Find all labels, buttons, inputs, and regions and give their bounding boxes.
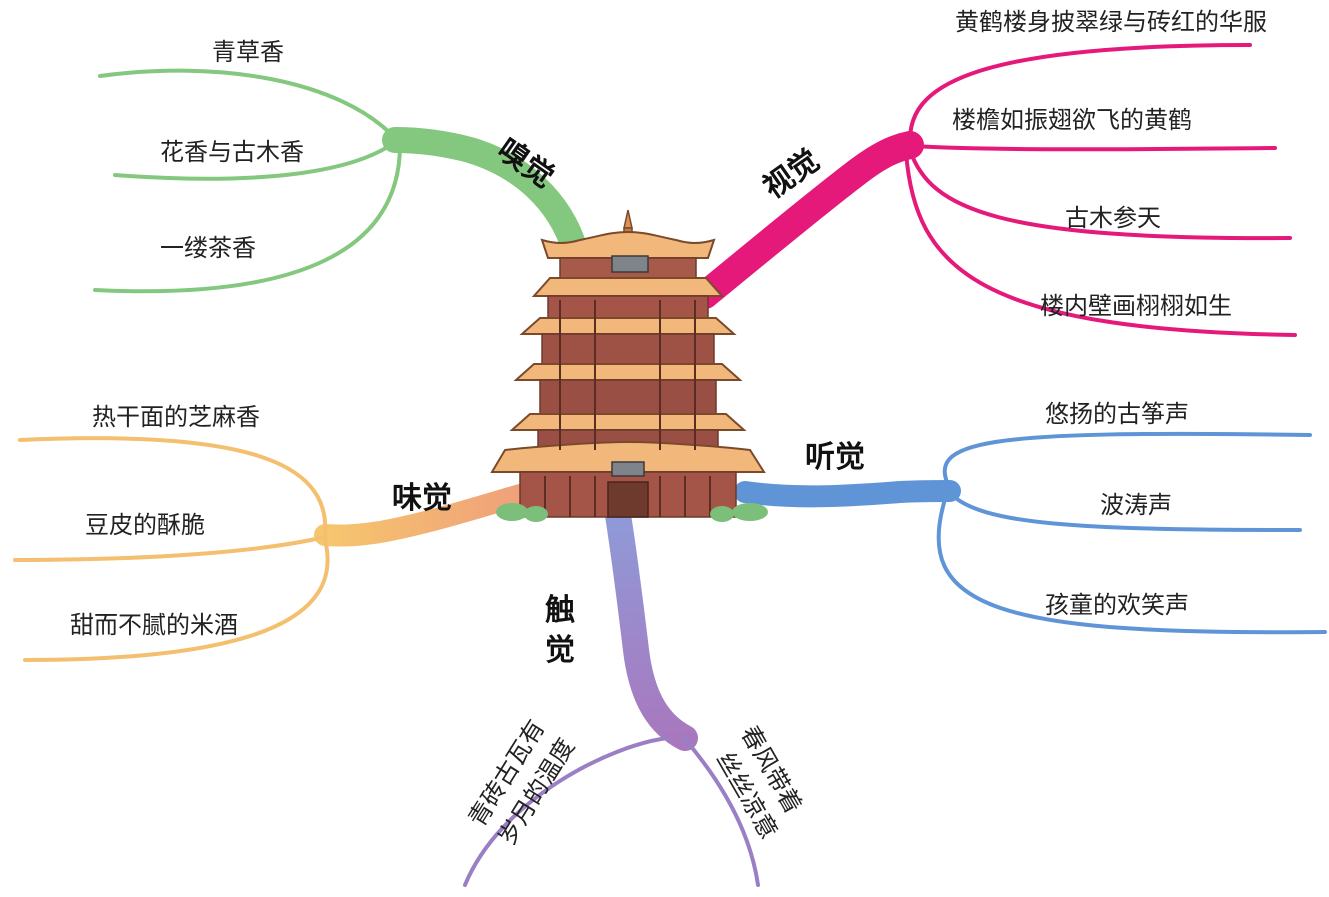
sight-item-1: 黄鹤楼身披翠绿与砖红的华服 bbox=[955, 8, 1267, 36]
taste-line-1 bbox=[18, 436, 328, 535]
smell-line-2 bbox=[113, 140, 397, 181]
smell-line-3 bbox=[93, 143, 402, 294]
smell-item-2: 花香与古木香 bbox=[160, 138, 304, 166]
sight-branch: 视觉 黄鹤楼身披翠绿与砖红的华服 楼檐如振翅欲飞的黄鹤 古木参天 楼内壁画栩栩如… bbox=[691, 8, 1297, 337]
sight-line-2 bbox=[910, 144, 1277, 152]
touch-line-1 bbox=[463, 736, 670, 887]
smell-branch: 嗅觉 青草香 花香与古木香 一缕茶香 bbox=[93, 38, 588, 294]
smell-item-3: 一缕茶香 bbox=[160, 234, 256, 262]
sight-item-4: 楼内壁画栩栩如生 bbox=[1040, 292, 1232, 320]
hearing-line-1 bbox=[942, 431, 1312, 491]
sight-trunk bbox=[691, 131, 924, 309]
sight-line-1 bbox=[908, 43, 1252, 142]
touch-label-char-1: 触 bbox=[545, 593, 575, 628]
sight-item-2: 楼檐如振翅欲飞的黄鹤 bbox=[952, 106, 1192, 134]
hearing-item-3: 孩童的欢笑声 bbox=[1045, 591, 1189, 619]
smell-item-1: 青草香 bbox=[212, 38, 284, 66]
hearing-line-3 bbox=[936, 494, 1327, 635]
touch-trunk bbox=[605, 502, 698, 751]
touch-line-2 bbox=[682, 736, 760, 887]
taste-line-3 bbox=[23, 538, 330, 662]
taste-label: 味觉 bbox=[392, 481, 452, 516]
taste-item-3: 甜而不腻的米酒 bbox=[70, 611, 238, 639]
hearing-item-2: 波涛声 bbox=[1100, 491, 1172, 519]
taste-item-2: 豆皮的酥脆 bbox=[85, 511, 205, 539]
sight-line-4 bbox=[904, 150, 1297, 337]
hearing-line-2 bbox=[948, 491, 1302, 532]
hearing-branch: 听觉 悠扬的古筝声 波涛声 孩童的欢笑声 bbox=[734, 400, 1327, 635]
hearing-label: 听觉 bbox=[805, 440, 865, 475]
pagoda-icon bbox=[490, 209, 768, 522]
taste-branch: 味觉 热干面的芝麻香 豆皮的酥脆 甜而不腻的米酒 bbox=[13, 403, 531, 662]
smell-trunk bbox=[382, 127, 588, 263]
taste-line-2 bbox=[13, 535, 327, 562]
taste-trunk bbox=[314, 484, 531, 547]
taste-item-1: 热干面的芝麻香 bbox=[92, 403, 260, 431]
smell-line-1 bbox=[98, 68, 397, 140]
sight-item-3: 古木参天 bbox=[1065, 204, 1161, 232]
hearing-item-1: 悠扬的古筝声 bbox=[1045, 400, 1189, 428]
hearing-trunk bbox=[734, 480, 961, 508]
sight-line-3 bbox=[908, 148, 1292, 241]
touch-label-char-2: 觉 bbox=[545, 633, 575, 668]
